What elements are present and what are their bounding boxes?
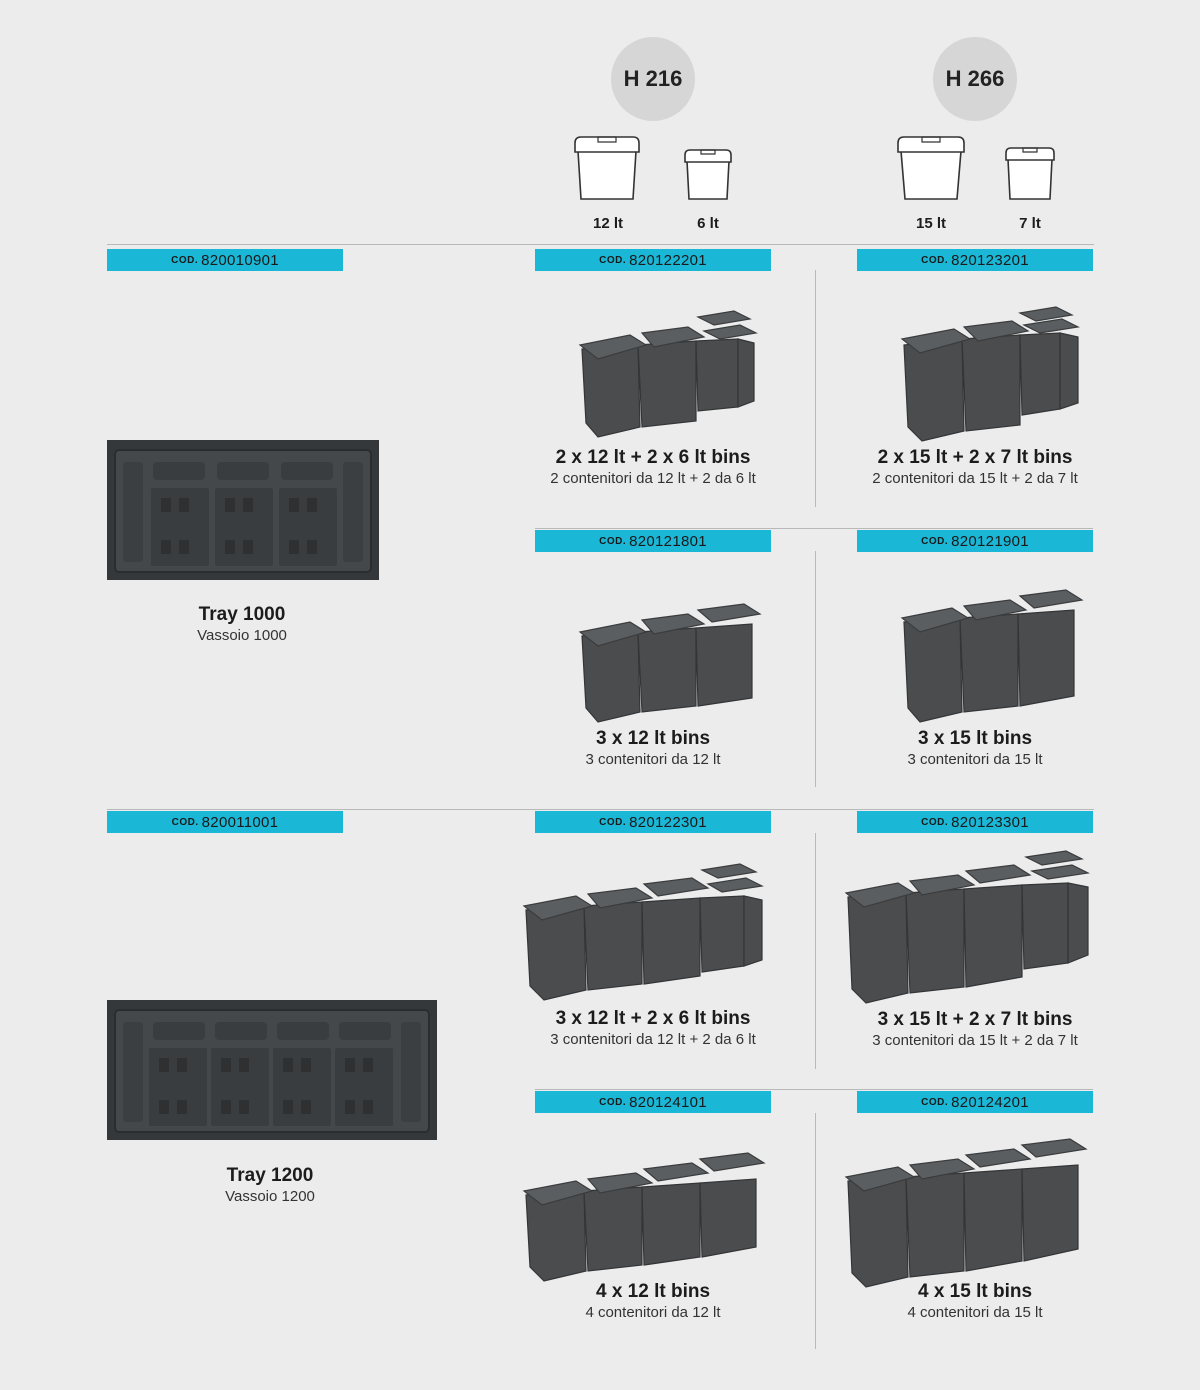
code-bar-product: COD.820122301 — [535, 811, 771, 833]
divider-mid-1 — [535, 528, 1093, 529]
product-card: 3 x 15 lt bins 3 contenitori da 15 lt — [825, 584, 1125, 768]
bin-set-image — [900, 589, 1084, 723]
product-title: 2 x 12 lt + 2 x 6 lt bins — [555, 447, 751, 468]
tray-1000-image — [107, 440, 379, 580]
divider-vertical-3 — [815, 833, 816, 1069]
bin-set-image — [578, 310, 758, 438]
bin-6lt-icon — [684, 149, 732, 200]
divider-vertical-1 — [815, 270, 816, 507]
product-subtitle: 3 contenitori da 12 lt + 2 da 6 lt — [550, 1031, 756, 1048]
bin-set-image — [844, 1138, 1088, 1288]
product-title: 3 x 15 lt bins — [917, 728, 1033, 749]
divider-vertical-4 — [815, 1113, 816, 1349]
product-card: 3 x 15 lt + 2 x 7 lt bins 3 contenitori … — [825, 847, 1125, 1049]
product-title: 3 x 15 lt + 2 x 7 lt bins — [877, 1009, 1073, 1030]
code-bar-product: COD.820121901 — [857, 530, 1093, 552]
bin-set-image — [844, 850, 1090, 1004]
code-bar-product: COD.820121801 — [535, 530, 771, 552]
product-subtitle: 2 contenitori da 12 lt + 2 da 6 lt — [550, 470, 756, 487]
code-bar-product: COD.820124201 — [857, 1091, 1093, 1113]
divider-section — [107, 809, 1094, 810]
tray-1200-subtitle: Vassoio 1200 — [225, 1188, 315, 1205]
product-subtitle: 3 contenitori da 15 lt — [907, 751, 1043, 768]
bin-12lt-icon — [574, 136, 640, 200]
capacity-label-6lt: 6 lt — [697, 215, 719, 232]
capacity-label-12lt: 12 lt — [592, 215, 623, 232]
capacity-label-15lt: 15 lt — [915, 215, 946, 232]
tray-1000-title: Tray 1000 — [198, 604, 286, 625]
tray-1000-subtitle: Vassoio 1000 — [197, 627, 287, 644]
divider-top — [107, 244, 1094, 245]
bin-set-image — [522, 1152, 766, 1282]
bin-set-image — [900, 306, 1080, 442]
code-bar-tray-1000: COD.820010901 — [107, 249, 343, 271]
product-subtitle: 4 contenitori da 12 lt — [585, 1304, 721, 1321]
product-subtitle: 4 contenitori da 15 lt — [907, 1304, 1043, 1321]
code-bar-tray-1200: COD.820011001 — [107, 811, 343, 833]
code-bar-product: COD.820123201 — [857, 249, 1093, 271]
product-title: 4 x 15 lt bins — [917, 1281, 1033, 1302]
tray-1200-image — [107, 1000, 437, 1140]
code-bar-product: COD.820122201 — [535, 249, 771, 271]
divider-mid-2 — [535, 1089, 1093, 1090]
product-subtitle: 2 contenitori da 15 lt + 2 da 7 lt — [872, 470, 1078, 487]
product-title: 3 x 12 lt + 2 x 6 lt bins — [555, 1008, 751, 1029]
capacity-label-7lt: 7 lt — [1019, 215, 1041, 232]
product-card: 2 x 15 lt + 2 x 7 lt bins 2 contenitori … — [825, 305, 1125, 487]
code-bar-product: COD.820123301 — [857, 811, 1093, 833]
product-title: 2 x 15 lt + 2 x 7 lt bins — [877, 447, 1073, 468]
bin-15lt-icon — [897, 136, 965, 200]
divider-vertical-2 — [815, 551, 816, 787]
product-card: 4 x 15 lt bins 4 contenitori da 15 lt — [825, 1127, 1125, 1321]
product-card: 3 x 12 lt + 2 x 6 lt bins 3 contenitori … — [503, 860, 803, 1048]
product-card: 2 x 12 lt + 2 x 6 lt bins 2 contenitori … — [503, 305, 803, 487]
code-bar-product: COD.820124101 — [535, 1091, 771, 1113]
product-subtitle: 3 contenitori da 12 lt — [585, 751, 721, 768]
tray-1200-title: Tray 1200 — [226, 1165, 314, 1186]
height-badge-216: H 216 — [611, 37, 695, 121]
product-subtitle: 3 contenitori da 15 lt + 2 da 7 lt — [872, 1032, 1078, 1049]
product-card: 4 x 12 lt bins 4 contenitori da 12 lt — [503, 1137, 803, 1321]
product-title: 4 x 12 lt bins — [595, 1281, 711, 1302]
product-title: 3 x 12 lt bins — [595, 728, 711, 749]
bin-7lt-icon — [1005, 147, 1055, 200]
bin-set-image — [522, 863, 764, 1001]
height-badge-266: H 266 — [933, 37, 1017, 121]
product-card: 3 x 12 lt bins 3 contenitori da 12 lt — [503, 596, 803, 768]
bin-set-image — [578, 603, 762, 723]
